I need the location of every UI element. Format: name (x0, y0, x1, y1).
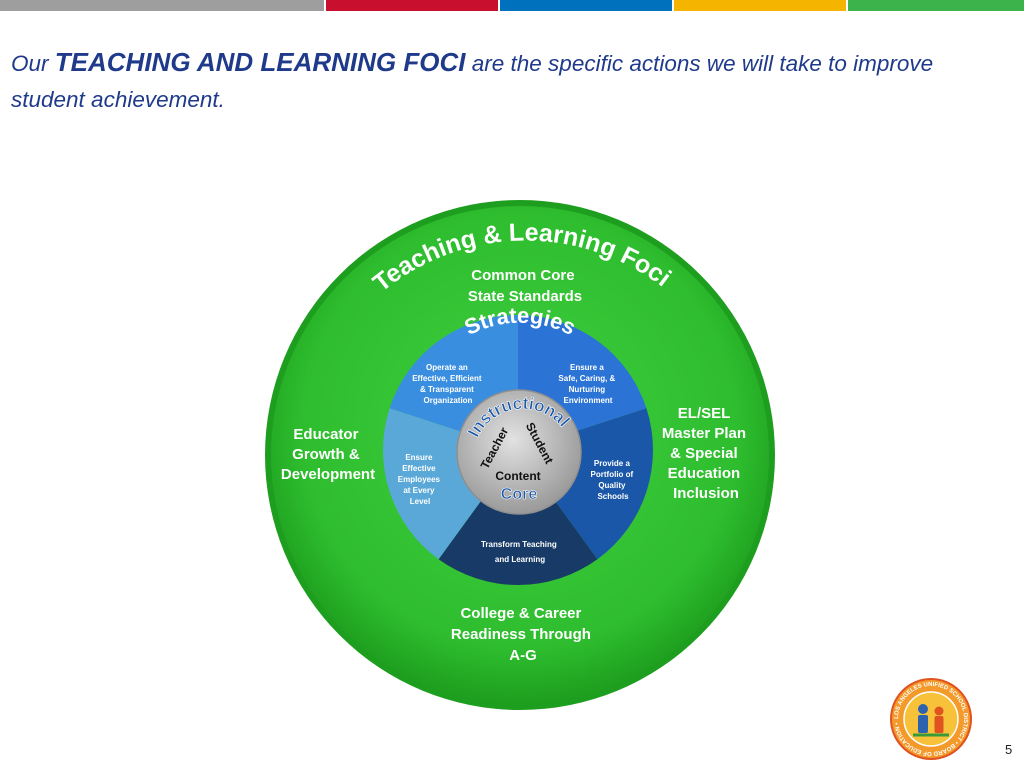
strategy-segment-bottom (438, 450, 598, 586)
strategy-line: Provide a (594, 459, 631, 468)
strategy-line: Employees (398, 475, 441, 484)
outer-item-line: Readiness Through (451, 626, 591, 643)
strategy-line: Organization (424, 396, 473, 405)
instructional-core-circle (456, 389, 582, 515)
outer-item-bottom: College & Career Readiness Through A-G (451, 605, 595, 664)
strategy-line: and Learning (495, 555, 545, 564)
foci-diagram: Teaching & Learning Foci Common Core Sta… (265, 200, 775, 710)
outer-item-line: Inclusion (673, 485, 739, 502)
strategy-right: Provide a Portfolio of Quality Schools (591, 459, 636, 501)
outer-item-line: College & Career (460, 605, 581, 622)
strategy-line: Portfolio of (591, 470, 634, 479)
outer-item-line: Growth & (292, 446, 360, 463)
outer-item-top: Common Core State Standards (468, 267, 582, 305)
top-bar-segment (324, 0, 326, 11)
top-bar-segment (0, 0, 324, 11)
outer-item-line: State Standards (468, 288, 582, 305)
strategy-upper-left: Operate an Effective, Efficient & Transp… (412, 363, 484, 405)
top-bar-segment (326, 0, 498, 11)
strategy-line: at Every (403, 486, 435, 495)
outer-item-line: Common Core (471, 267, 574, 284)
strategy-line: Safe, Caring, & (558, 374, 615, 383)
title-emphasis: TEACHING AND LEARNING FOCI (54, 47, 466, 77)
outer-item-line: Educator (293, 426, 358, 443)
seal-figures-icon (913, 704, 949, 737)
outer-item-line: Development (281, 466, 375, 483)
strategy-line: Nurturing (569, 385, 606, 394)
outer-item-line: EL/SEL (678, 405, 730, 422)
title-suffix: are the specific actions we will take to… (11, 51, 934, 112)
strategy-line: Effective, Efficient (412, 374, 482, 383)
title-prefix: Our (11, 51, 49, 76)
strategy-line: Environment (564, 396, 613, 405)
strategy-line: Quality (598, 481, 626, 490)
core-content-label: Content (495, 469, 540, 483)
strategy-line: Effective (402, 464, 436, 473)
strategy-line: Transform Teaching (481, 540, 557, 549)
outer-item-line: Master Plan (662, 425, 746, 442)
top-bar-segment (498, 0, 500, 11)
strategy-line: Ensure (405, 453, 433, 462)
page-number: 5 (1005, 742, 1013, 757)
outer-item-line: Education (668, 465, 741, 482)
strategy-left: Ensure Effective Employees at Every Leve… (398, 453, 442, 506)
strategy-bottom: Transform Teaching and Learning (481, 540, 559, 564)
seal-inner-circle (903, 691, 959, 747)
lausd-seal-logo: LOS ANGELES UNIFIED SCHOOL DISTRICT • BO… (890, 678, 972, 760)
outer-item-right: EL/SEL Master Plan & Special Education I… (662, 405, 750, 502)
slide-title: Our TEACHING AND LEARNING FOCI are the s… (11, 44, 1011, 118)
strategy-line: Ensure a (570, 363, 604, 372)
outer-item-left: Educator Growth & Development (281, 426, 375, 483)
strategy-line: Schools (597, 492, 629, 501)
outer-item-line: A-G (509, 647, 537, 664)
strategy-line: Operate an (426, 363, 468, 372)
core-label: Core (501, 486, 538, 503)
top-bar-segment (848, 0, 1024, 11)
top-bar-segment (846, 0, 848, 11)
top-bar-segment (500, 0, 672, 11)
outer-item-line: & Special (670, 445, 738, 462)
strategy-upper-right: Ensure a Safe, Caring, & Nurturing Envir… (558, 363, 617, 405)
strategy-line: & Transparent (420, 385, 474, 394)
top-bar-segment (674, 0, 846, 11)
strategy-line: Level (410, 497, 430, 506)
top-bar-segment (672, 0, 674, 11)
top-color-bar (0, 0, 1024, 11)
